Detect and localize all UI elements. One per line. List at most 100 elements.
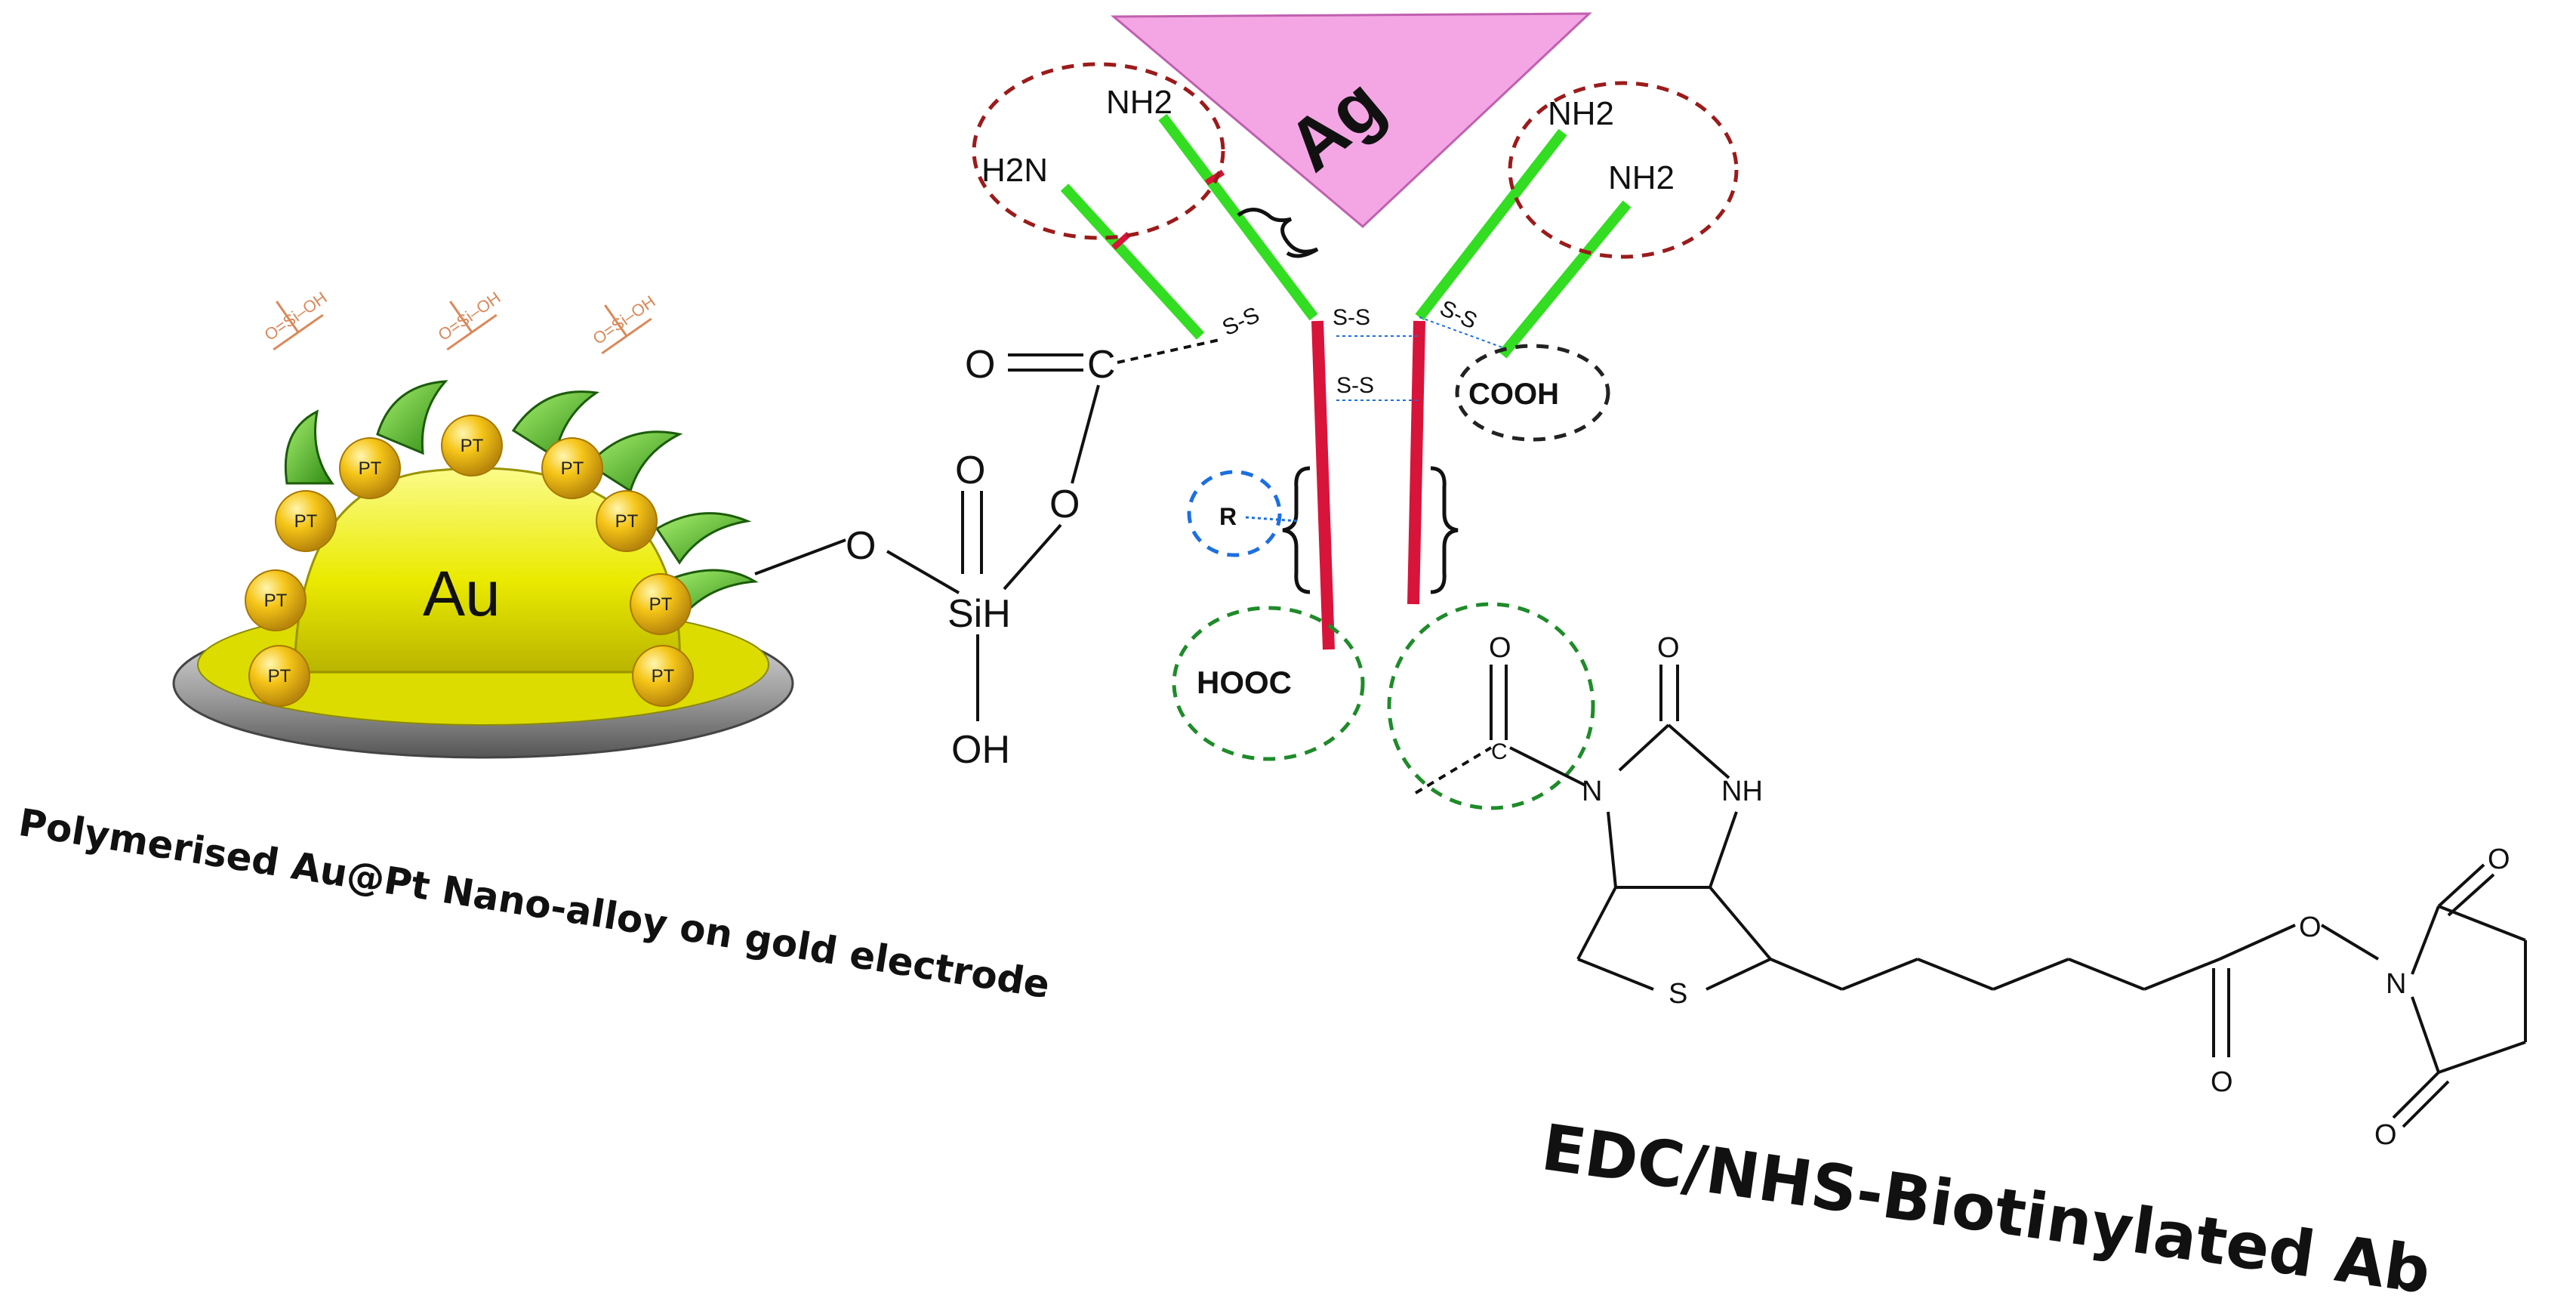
svg-text:PT: PT: [268, 666, 291, 686]
bond: [2411, 996, 2440, 1073]
pt-sphere: PT: [441, 415, 503, 477]
polymer-leaves: [284, 380, 759, 618]
bond: [1841, 958, 1918, 991]
bond: [1770, 958, 1843, 991]
hooc-label: HOOC: [1197, 665, 1292, 700]
heavy-chain: [1311, 320, 1335, 650]
disulfide-label: S-S: [1336, 373, 1374, 398]
silane-groups: O=Si–OH O=Si–OH O=Si–OH: [261, 288, 658, 355]
oxygen-label: O: [1489, 632, 1511, 664]
bond: [1509, 746, 1586, 787]
pt-sphere: PT: [339, 437, 401, 499]
highlight-circles: [972, 62, 1739, 810]
pt-sphere: PT: [541, 437, 603, 499]
bond: [2447, 873, 2495, 917]
oxygen-label: O: [955, 449, 985, 492]
heavy-chain: [1407, 320, 1425, 605]
bond: [2219, 924, 2296, 961]
nitrogen-label: N: [2386, 968, 2406, 1000]
bond: [2411, 905, 2440, 975]
pt-sphere: PT: [275, 490, 337, 552]
pt-sphere: PT: [632, 645, 694, 707]
antibody-labels: NH2 H2N NH2 NH2 COOH R HOOC: [981, 84, 1675, 700]
hydroxyl-label: OH: [951, 728, 1010, 772]
red-circle-right: [1508, 81, 1739, 259]
polymer-leaf: [587, 430, 683, 493]
oxygen-label: O: [2211, 1066, 2233, 1098]
nh2-label: NH2: [1608, 159, 1675, 196]
light-chain: [1060, 184, 1205, 340]
svg-text:PT: PT: [652, 666, 675, 686]
light-chain: [1415, 128, 1567, 321]
bond: [1917, 958, 1994, 991]
svg-text:PT: PT: [461, 436, 484, 456]
biotin-nhs-labels: O C N O NH S O O N O O: [1489, 632, 2510, 1151]
nh-label: NH: [1721, 776, 1763, 807]
bond: [1414, 746, 1493, 794]
r-group-dotted-line: [1245, 516, 1299, 523]
oxygen-label: O: [965, 343, 995, 387]
nitrogen-label: N: [1582, 776, 1602, 807]
cooh-label: COOH: [1468, 378, 1559, 411]
polymer-leaf: [655, 512, 752, 565]
bond: [1992, 958, 2069, 991]
gold-core-label: Au: [423, 558, 501, 629]
o-c-bond: [1071, 384, 1100, 484]
disulfide-bridges: S-S S-S S-S S-S: [1219, 295, 1503, 401]
bond: [2068, 958, 2145, 991]
biotin-nhs-molecule: [1414, 665, 2527, 1128]
brace-hinge-upper: [1237, 208, 1319, 258]
antigen: Ag: [1110, 12, 1592, 229]
bond: [1709, 811, 1738, 888]
carbonyl-c-label: C: [1087, 343, 1116, 387]
oxygen-label: O: [846, 524, 876, 568]
silicon-label: SiH: [948, 592, 1011, 636]
pt-sphere: PT: [630, 573, 692, 635]
oxygen-label: O: [1657, 632, 1680, 664]
bond: [1618, 723, 1670, 772]
pt-sphere: PT: [245, 569, 307, 631]
si-o-right-bond: [1003, 523, 1062, 591]
brace-left: [1282, 466, 1311, 594]
sulfur-label: S: [1669, 978, 1687, 1010]
brace-right: [1430, 466, 1459, 594]
svg-text:PT: PT: [615, 511, 639, 532]
svg-text:PT: PT: [561, 458, 584, 479]
h2n-label: H2N: [981, 152, 1048, 189]
pt-spheres: PT PT PT PT PT PT PT PT PT: [245, 415, 694, 707]
oxygen-label: O: [1049, 483, 1080, 526]
pt-sphere: PT: [596, 490, 658, 552]
bond: [1576, 887, 1617, 960]
bond: [2438, 1041, 2526, 1074]
silane-linker: [754, 338, 1220, 721]
blue-circle-r: [1187, 470, 1282, 557]
bond: [2320, 924, 2380, 961]
oxygen-label: O: [2374, 1119, 2397, 1151]
bond: [1577, 958, 1654, 991]
pt-sphere: PT: [248, 645, 310, 707]
oxygen-label: O: [2299, 912, 2322, 943]
svg-text:PT: PT: [294, 511, 318, 532]
silane-group: O=Si–OH: [590, 292, 658, 355]
bond: [2437, 863, 2485, 908]
polymer-leaf: [511, 390, 600, 459]
polymer-leaf: [284, 409, 334, 485]
silane-linker-labels: O O SiH OH O O C: [846, 343, 1116, 772]
silane-group: O=Si–OH: [435, 288, 504, 351]
disulfide-dotted-line: [1419, 316, 1503, 348]
polymer-leaf: [376, 380, 448, 455]
electrode-bond: [754, 538, 846, 575]
c-ab-dashed-bond: [1117, 338, 1220, 364]
svg-text:PT: PT: [649, 594, 673, 615]
gold-electrode: Au: [172, 467, 794, 759]
silane-group: O=Si–OH: [261, 288, 330, 351]
disulfide-label: S-S: [1436, 295, 1481, 334]
black-circle-cooh: [1455, 344, 1610, 442]
light-chain: [1158, 113, 1318, 321]
bond: [2143, 958, 2220, 991]
disulfide-label: S-S: [1333, 305, 1370, 330]
nh2-label: NH2: [1106, 84, 1172, 121]
bond: [1667, 723, 1730, 779]
bond: [1706, 958, 1771, 991]
